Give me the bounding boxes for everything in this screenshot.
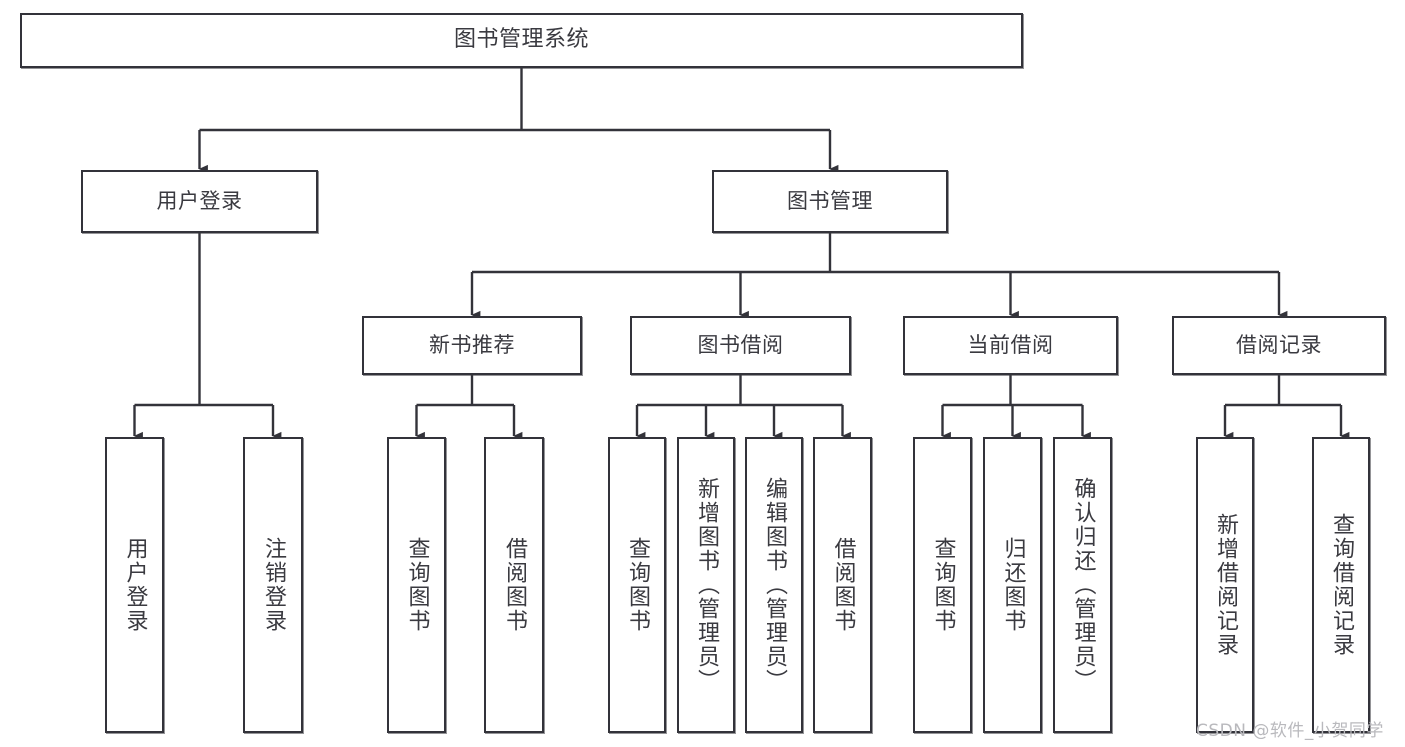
node-leaf-user-login[interactable]: 用户登录 bbox=[105, 437, 164, 733]
node-leaf-borrow-book-2[interactable]: 借阅图书 bbox=[813, 437, 872, 733]
node-label: 归还图书 bbox=[1000, 537, 1026, 633]
node-label: 查询图书 bbox=[404, 537, 430, 633]
node-label: 新增图书（管理员） bbox=[694, 477, 719, 693]
node-label: 新增借阅记录 bbox=[1213, 513, 1238, 657]
node-label: 查询图书 bbox=[625, 537, 650, 633]
node-leaf-user-logout[interactable]: 注销登录 bbox=[243, 437, 303, 733]
node-leaf-confirm-return[interactable]: 确认归还（管理员） bbox=[1053, 437, 1112, 733]
node-leaf-query-book-1[interactable]: 查询图书 bbox=[387, 437, 446, 733]
node-label: 用户登录 bbox=[122, 537, 148, 633]
node-leaf-edit-book[interactable]: 编辑图书（管理员） bbox=[745, 437, 803, 733]
node-leaf-query-book-2[interactable]: 查询图书 bbox=[608, 437, 666, 733]
node-new-book-rec[interactable]: 新书推荐 bbox=[362, 316, 582, 375]
node-leaf-query-book-3[interactable]: 查询图书 bbox=[913, 437, 972, 733]
node-leaf-add-record[interactable]: 新增借阅记录 bbox=[1196, 437, 1254, 733]
node-label: 借阅图书 bbox=[502, 537, 527, 633]
node-book-manage[interactable]: 图书管理 bbox=[712, 170, 948, 233]
node-root[interactable]: 图书管理系统 bbox=[20, 13, 1023, 68]
node-label: 当前借阅 bbox=[967, 332, 1054, 357]
node-label: 查询借阅记录 bbox=[1329, 513, 1354, 657]
node-label: 查询图书 bbox=[930, 537, 956, 633]
node-book-borrow[interactable]: 图书借阅 bbox=[630, 316, 851, 375]
node-label: 图书管理系统 bbox=[453, 27, 589, 53]
node-label: 用户登录 bbox=[156, 188, 243, 213]
node-label: 图书借阅 bbox=[697, 332, 784, 357]
node-borrow-record[interactable]: 借阅记录 bbox=[1172, 316, 1386, 375]
node-leaf-add-book[interactable]: 新增图书（管理员） bbox=[677, 437, 735, 733]
node-label: 借阅记录 bbox=[1236, 332, 1322, 357]
node-current-borrow[interactable]: 当前借阅 bbox=[903, 316, 1118, 375]
node-label: 借阅图书 bbox=[830, 537, 856, 633]
node-leaf-query-record[interactable]: 查询借阅记录 bbox=[1312, 437, 1370, 733]
node-leaf-return-book[interactable]: 归还图书 bbox=[983, 437, 1042, 733]
node-label: 图书管理 bbox=[787, 188, 873, 213]
node-label: 确认归还（管理员） bbox=[1070, 477, 1096, 693]
node-label: 注销登录 bbox=[261, 537, 286, 633]
node-label: 编辑图书（管理员） bbox=[762, 477, 787, 693]
node-label: 新书推荐 bbox=[429, 332, 515, 357]
node-user-login[interactable]: 用户登录 bbox=[81, 170, 318, 233]
node-leaf-borrow-book-1[interactable]: 借阅图书 bbox=[484, 437, 544, 733]
csdn-watermark: CSDN @软件_小贺同学 bbox=[1196, 721, 1384, 741]
